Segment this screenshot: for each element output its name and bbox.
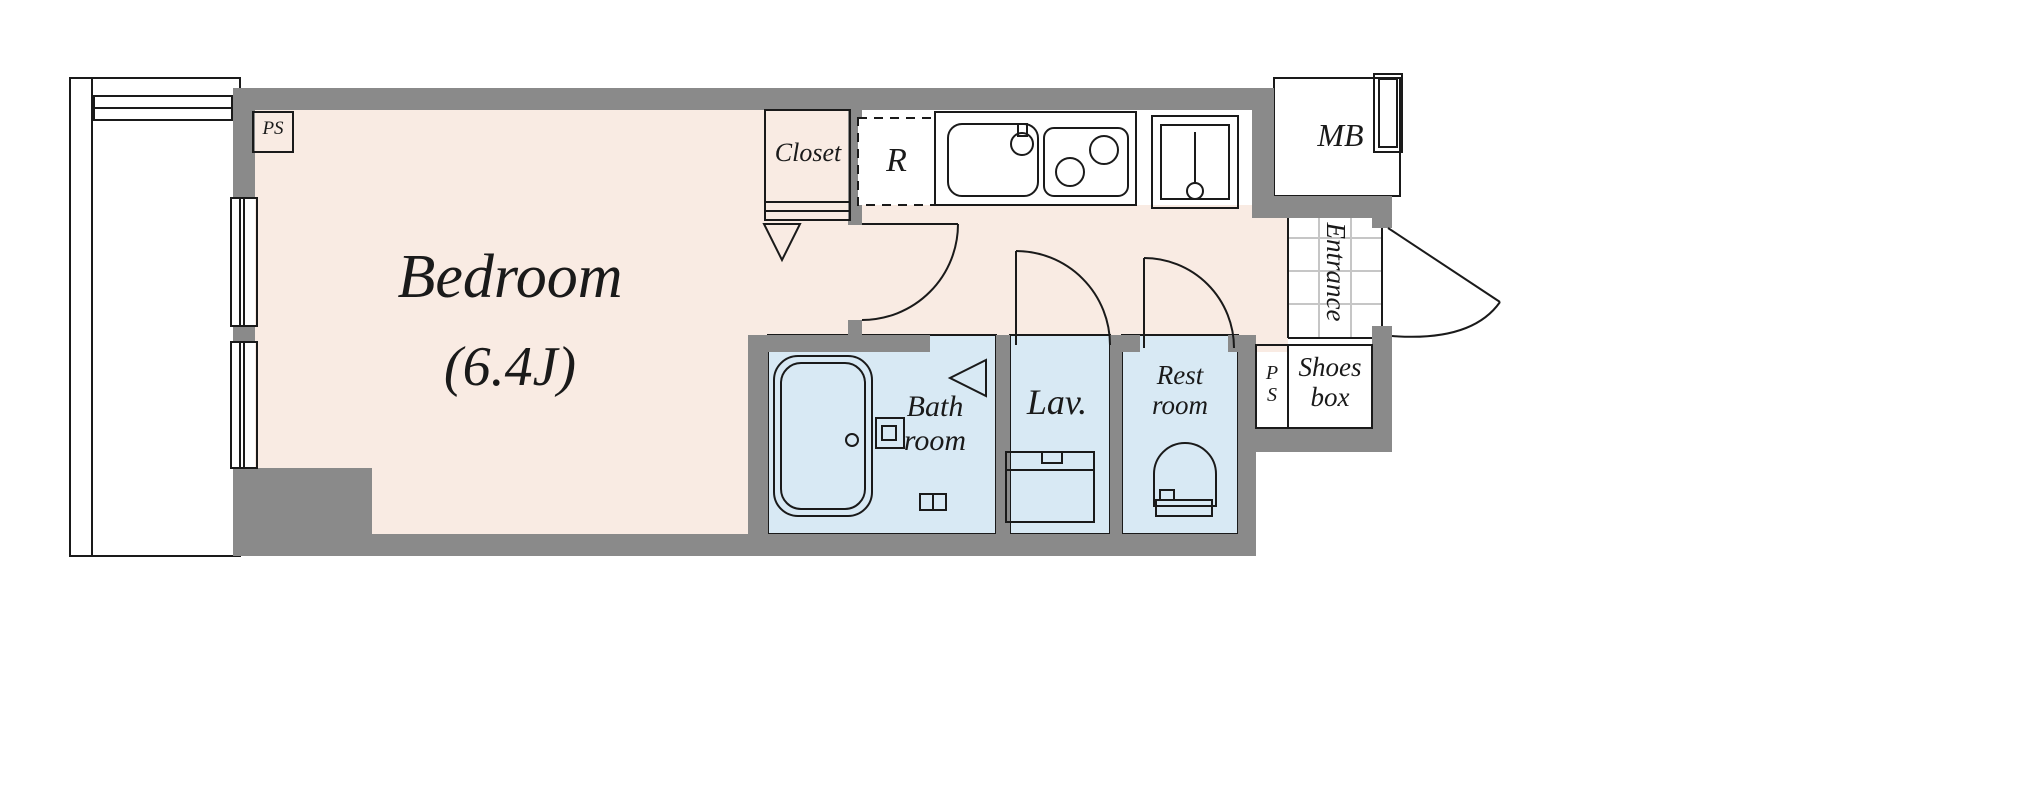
restroom-door <box>1143 257 1235 349</box>
wall-stub-lav-rest <box>1110 335 1140 352</box>
bedroom-floor <box>255 110 848 352</box>
sink-faucet <box>1010 132 1034 156</box>
toilet-cistern <box>1155 499 1213 517</box>
wall-bedroom-door-stub <box>848 320 862 338</box>
bathroom-label: Bath room <box>880 390 990 457</box>
closet-label: Closet <box>774 138 842 167</box>
walls <box>233 88 1392 556</box>
closet <box>762 109 851 263</box>
toilet <box>1153 442 1217 517</box>
washbasin-faucet <box>1041 451 1063 464</box>
stove <box>1043 127 1129 197</box>
wall-lav-restroom <box>1110 335 1122 534</box>
bathtub <box>773 355 873 517</box>
wall-bath-left <box>748 335 768 534</box>
kitchen-sink <box>947 123 1039 197</box>
pipe-space-bedroom-label: PS <box>262 118 284 139</box>
wall-top <box>233 88 1274 110</box>
shoes-box-label: Shoes box <box>1286 352 1374 412</box>
wall-restroom-right <box>1238 335 1256 556</box>
pipe-space-entry-line2: S <box>1267 384 1277 407</box>
bedroom-size-label: (6.4J) <box>443 336 577 398</box>
restroom-label-line2: room <box>1151 390 1208 421</box>
wall-bottom <box>233 534 1256 556</box>
wall-left-upper <box>233 110 255 198</box>
bathtub-drain <box>845 433 859 447</box>
shoes-box <box>1287 344 1373 429</box>
pipe-space-entry-label: P S <box>1256 362 1288 407</box>
corridor-floor <box>848 205 1288 352</box>
refrigerator-space <box>857 117 936 206</box>
meter-box-label: MB <box>1317 117 1364 153</box>
wall-below-shoes-box <box>1240 428 1392 452</box>
restroom-label: Rest room <box>1126 360 1234 420</box>
bath-door-swing-mark <box>947 358 987 398</box>
washer-pan <box>1151 115 1239 209</box>
mb-window <box>1373 73 1403 153</box>
bathroom-label-line1: Bath <box>906 390 964 423</box>
wall-entrance-top <box>1252 196 1392 218</box>
bedroom-windows <box>230 197 258 469</box>
kitchen-counter <box>934 111 1137 206</box>
stove-burner-right <box>1089 135 1119 165</box>
pipe-space-bedroom-box <box>252 111 294 153</box>
entrance-tile <box>1287 205 1383 339</box>
lavatory-fixtures <box>1005 451 1095 523</box>
wall-left-mid <box>233 326 255 342</box>
bathroom-fixtures <box>773 355 987 517</box>
wall-kitchen-right <box>1252 88 1274 218</box>
shoes-box-label-line2: box <box>1310 382 1350 413</box>
shoes-box-label-line1: Shoes <box>1298 352 1362 382</box>
stove-burner-left <box>1055 157 1085 187</box>
balcony <box>69 77 241 557</box>
lavatory-label: Lav. <box>1026 382 1088 422</box>
bedroom-door <box>861 223 959 321</box>
lavatory-door <box>1015 250 1111 346</box>
wall-bath-lav <box>996 335 1010 534</box>
closet-door-swing-mark <box>762 223 802 263</box>
doors <box>861 223 1501 349</box>
entrance-label: Entrance <box>1321 222 1351 322</box>
restroom-label-line1: Rest <box>1156 360 1204 390</box>
bedroom-label: Bedroom <box>397 243 623 311</box>
wall-notch-bottom-left <box>255 468 372 534</box>
pipe-space-entry-line1: P <box>1265 362 1279 384</box>
wall-entrance-right-bottom <box>1372 326 1392 452</box>
bathroom-label-line2: room <box>903 423 967 457</box>
wall-stub-rest-right <box>1228 335 1256 352</box>
floor-areas <box>255 110 1288 535</box>
kitchen <box>857 111 1239 209</box>
refrigerator-label: R <box>886 142 907 179</box>
entrance-door <box>1387 227 1501 338</box>
bath-counter <box>875 417 905 449</box>
washer-drain <box>1186 182 1204 200</box>
wall-entrance-right-top <box>1372 196 1392 228</box>
wall-bath-top <box>748 335 930 352</box>
toilet-bowl <box>1153 442 1217 507</box>
